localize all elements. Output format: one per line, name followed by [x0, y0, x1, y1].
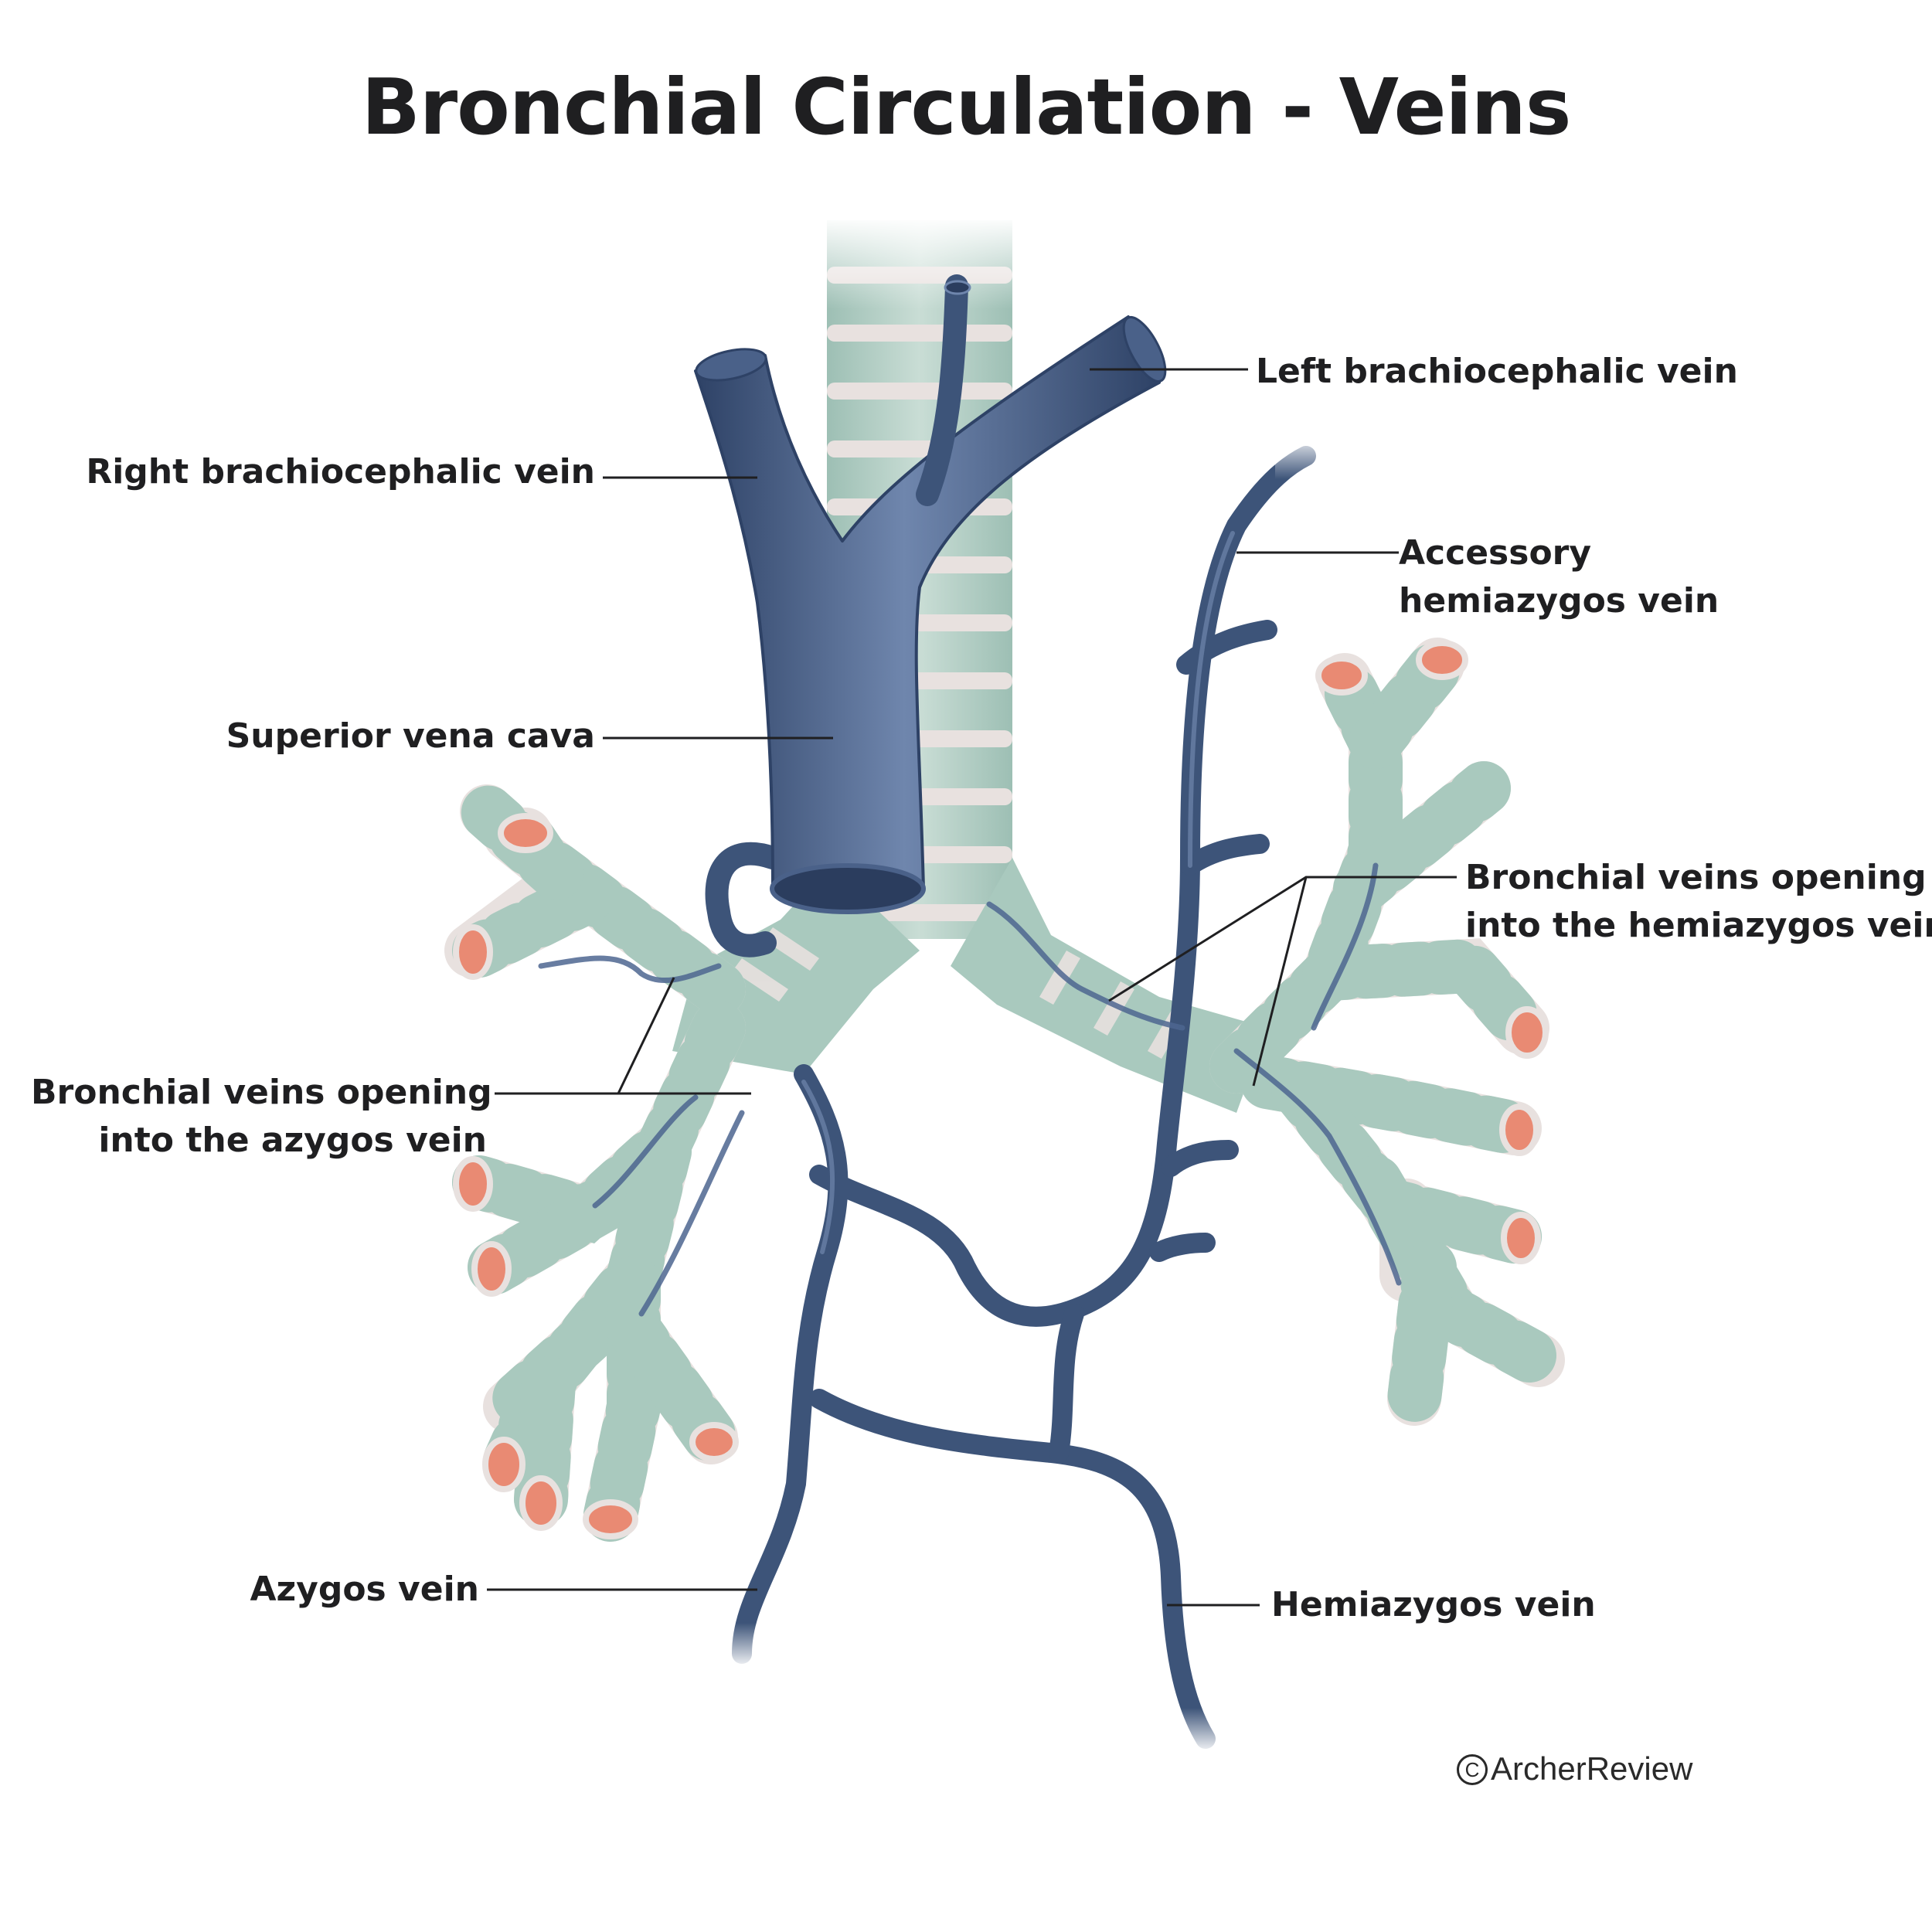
right-bronchial-branches [444, 784, 746, 1542]
label-bronchial-veins-hemiazygos-line1: Bronchial veins opening [1465, 858, 1927, 897]
credit-text: ArcherReview [1491, 1750, 1693, 1787]
label-azygos-vein: Azygos vein [250, 1570, 479, 1609]
venous-system [538, 274, 1402, 1754]
label-bronchial-veins-azygos-line2: into the azygos vein [98, 1121, 487, 1160]
label-bronchial-veins-hemiazygos-line2: into the hemiazygos vein [1465, 906, 1932, 945]
copyright-icon: C [1457, 1754, 1488, 1785]
left-bronchial-branches [1209, 638, 1565, 1426]
label-accessory-hemiazygos-vein-line1: Accessory [1399, 533, 1592, 573]
label-left-brachiocephalic-vein: Left brachiocephalic vein [1256, 352, 1738, 391]
label-bronchial-veins-azygos-line1: Bronchial veins opening [31, 1073, 492, 1112]
label-hemiazygos-vein: Hemiazygos vein [1271, 1585, 1596, 1624]
label-accessory-hemiazygos-vein-line2: hemiazygos vein [1399, 581, 1719, 621]
label-right-brachiocephalic-vein: Right brachiocephalic vein [86, 452, 595, 492]
label-superior-vena-cava: Superior vena cava [226, 716, 595, 756]
left-main-bronchus [951, 858, 1267, 1113]
svc-and-brachiocephalic [694, 274, 1167, 914]
leader-lines [487, 368, 1457, 1607]
diagram-title: Bronchial Circulation - Veins [361, 62, 1572, 152]
airway-tree [444, 216, 1565, 1542]
